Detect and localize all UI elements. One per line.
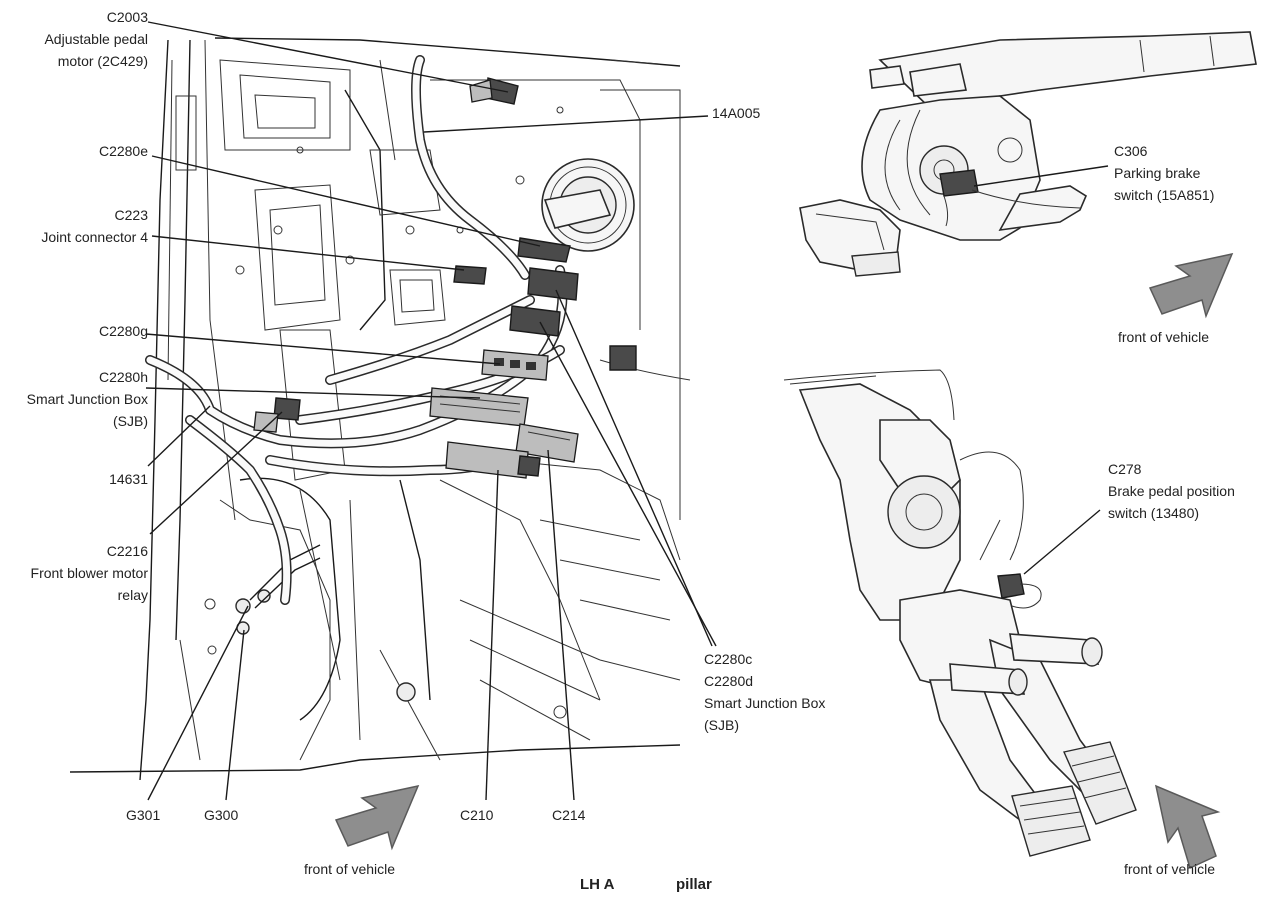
connector-c2280d <box>509 305 561 337</box>
front-arrow-bottom-right <box>1154 784 1221 870</box>
label-c2280cd: C2280c C2280d Smart Junction Box (SJB) <box>704 651 826 733</box>
connector-right-side <box>609 345 637 371</box>
label-14631: 14631 <box>109 471 148 487</box>
label-14a005: 14A005 <box>712 105 761 121</box>
parking-brake-artwork <box>799 31 1257 277</box>
brake-pedal-artwork <box>783 369 1137 857</box>
footer-title-right: pillar <box>676 876 712 893</box>
label-c2003: C2003 Adjustable pedal motor (2C429) <box>44 9 148 69</box>
front-of-vehicle-label-left: front of vehicle <box>304 861 396 877</box>
front-of-vehicle-label-top-right: front of vehicle <box>1118 329 1210 345</box>
label-c223: C223 Joint connector 4 <box>41 207 148 245</box>
label-g300: G300 <box>204 807 239 823</box>
label-c278: C278 Brake pedal position switch (13480) <box>1108 461 1235 521</box>
connector-c214 <box>515 423 579 463</box>
a-pillar-artwork <box>69 37 681 781</box>
harness-14a005 <box>145 55 691 605</box>
leader-lines-left <box>145 21 717 801</box>
connector-c2216 <box>253 397 301 433</box>
label-c214: C214 <box>552 807 586 823</box>
connector-c210 <box>445 441 541 479</box>
label-c210: C210 <box>460 807 494 823</box>
connector-c2280g <box>481 349 549 381</box>
connector-c223 <box>453 265 487 285</box>
front-arrow-top-right <box>1148 252 1234 319</box>
footer-title-left: LH A <box>580 876 615 893</box>
label-g301: G301 <box>126 807 161 823</box>
front-of-vehicle-label-bottom-right: front of vehicle <box>1124 861 1216 877</box>
label-c2280h: C2280h Smart Junction Box (SJB) <box>26 369 148 429</box>
label-c306: C306 Parking brake switch (15A851) <box>1114 143 1215 203</box>
front-arrow-left <box>334 784 420 851</box>
label-c2280g: C2280g <box>98 323 148 339</box>
connector-c2003 <box>469 77 519 105</box>
label-c2216: C2216 Front blower motor relay <box>30 543 148 603</box>
label-c2280e: C2280e <box>98 143 148 159</box>
connector-c2280c <box>527 267 579 301</box>
